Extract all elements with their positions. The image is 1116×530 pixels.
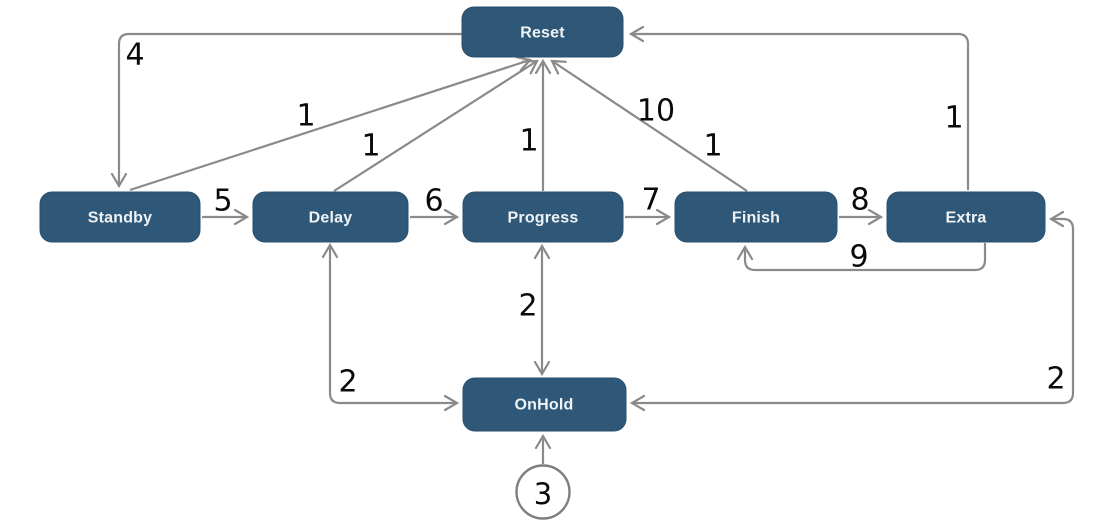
edge-delay-reset — [333, 61, 537, 192]
node-standby-label: Standby — [88, 210, 153, 227]
node-onhold-box — [462, 377, 627, 432]
edge-label-progress-reset: 1 — [519, 124, 538, 159]
node-standby: Standby — [39, 191, 201, 243]
edge-extra-reset — [631, 34, 970, 190]
node-extra-label: Extra — [945, 210, 986, 227]
edge-label-progress-onhold: 2 — [518, 289, 537, 324]
node-extra: Extra — [886, 191, 1046, 243]
edge-label-finish-reset-1: 1 — [703, 129, 722, 164]
node-standby-box — [39, 191, 201, 243]
edge-label-extra-reset: 1 — [944, 101, 963, 136]
edge-label-standby-reset: 1 — [296, 99, 315, 134]
node-finish-box — [674, 191, 838, 243]
node-onhold-label: OnHold — [515, 397, 574, 414]
node-reset: Reset — [461, 6, 624, 58]
node-delay-label: Delay — [309, 210, 353, 227]
start-marker: 3 — [515, 464, 571, 520]
node-delay: Delay — [252, 191, 409, 243]
node-onhold: OnHold — [462, 377, 627, 432]
node-reset-box — [461, 6, 624, 58]
edge-label-extra-onhold: 2 — [1046, 362, 1065, 397]
edge-label-delay-progress: 6 — [424, 184, 443, 219]
node-progress: Progress — [462, 191, 624, 243]
node-extra-box — [886, 191, 1046, 243]
edge-label-progress-finish: 7 — [641, 183, 660, 218]
edge-label-delay-reset: 1 — [361, 129, 380, 164]
edge-delay-onhold — [330, 245, 457, 403]
edge-finish-reset — [552, 61, 748, 192]
edge-label-standby-delay: 5 — [213, 184, 232, 219]
node-progress-box — [462, 191, 624, 243]
edge-reset-standby — [119, 32, 462, 186]
edge-label-finish-reset-10: 10 — [637, 94, 675, 129]
edge-label-delay-onhold: 2 — [338, 365, 357, 400]
edge-extra-onhold — [632, 219, 1075, 403]
start-marker-label: 3 — [534, 477, 552, 511]
node-finish-label: Finish — [732, 210, 780, 227]
node-progress-label: Progress — [508, 210, 579, 227]
edge-label-finish-extra: 8 — [850, 183, 869, 218]
node-finish: Finish — [674, 191, 838, 243]
start-marker-circle — [515, 464, 571, 520]
node-delay-box — [252, 191, 409, 243]
edge-label-extra-finish: 9 — [849, 240, 868, 275]
edge-label-reset-standby: 4 — [125, 38, 144, 73]
edge-standby-reset — [129, 60, 530, 192]
node-reset-label: Reset — [520, 25, 565, 42]
